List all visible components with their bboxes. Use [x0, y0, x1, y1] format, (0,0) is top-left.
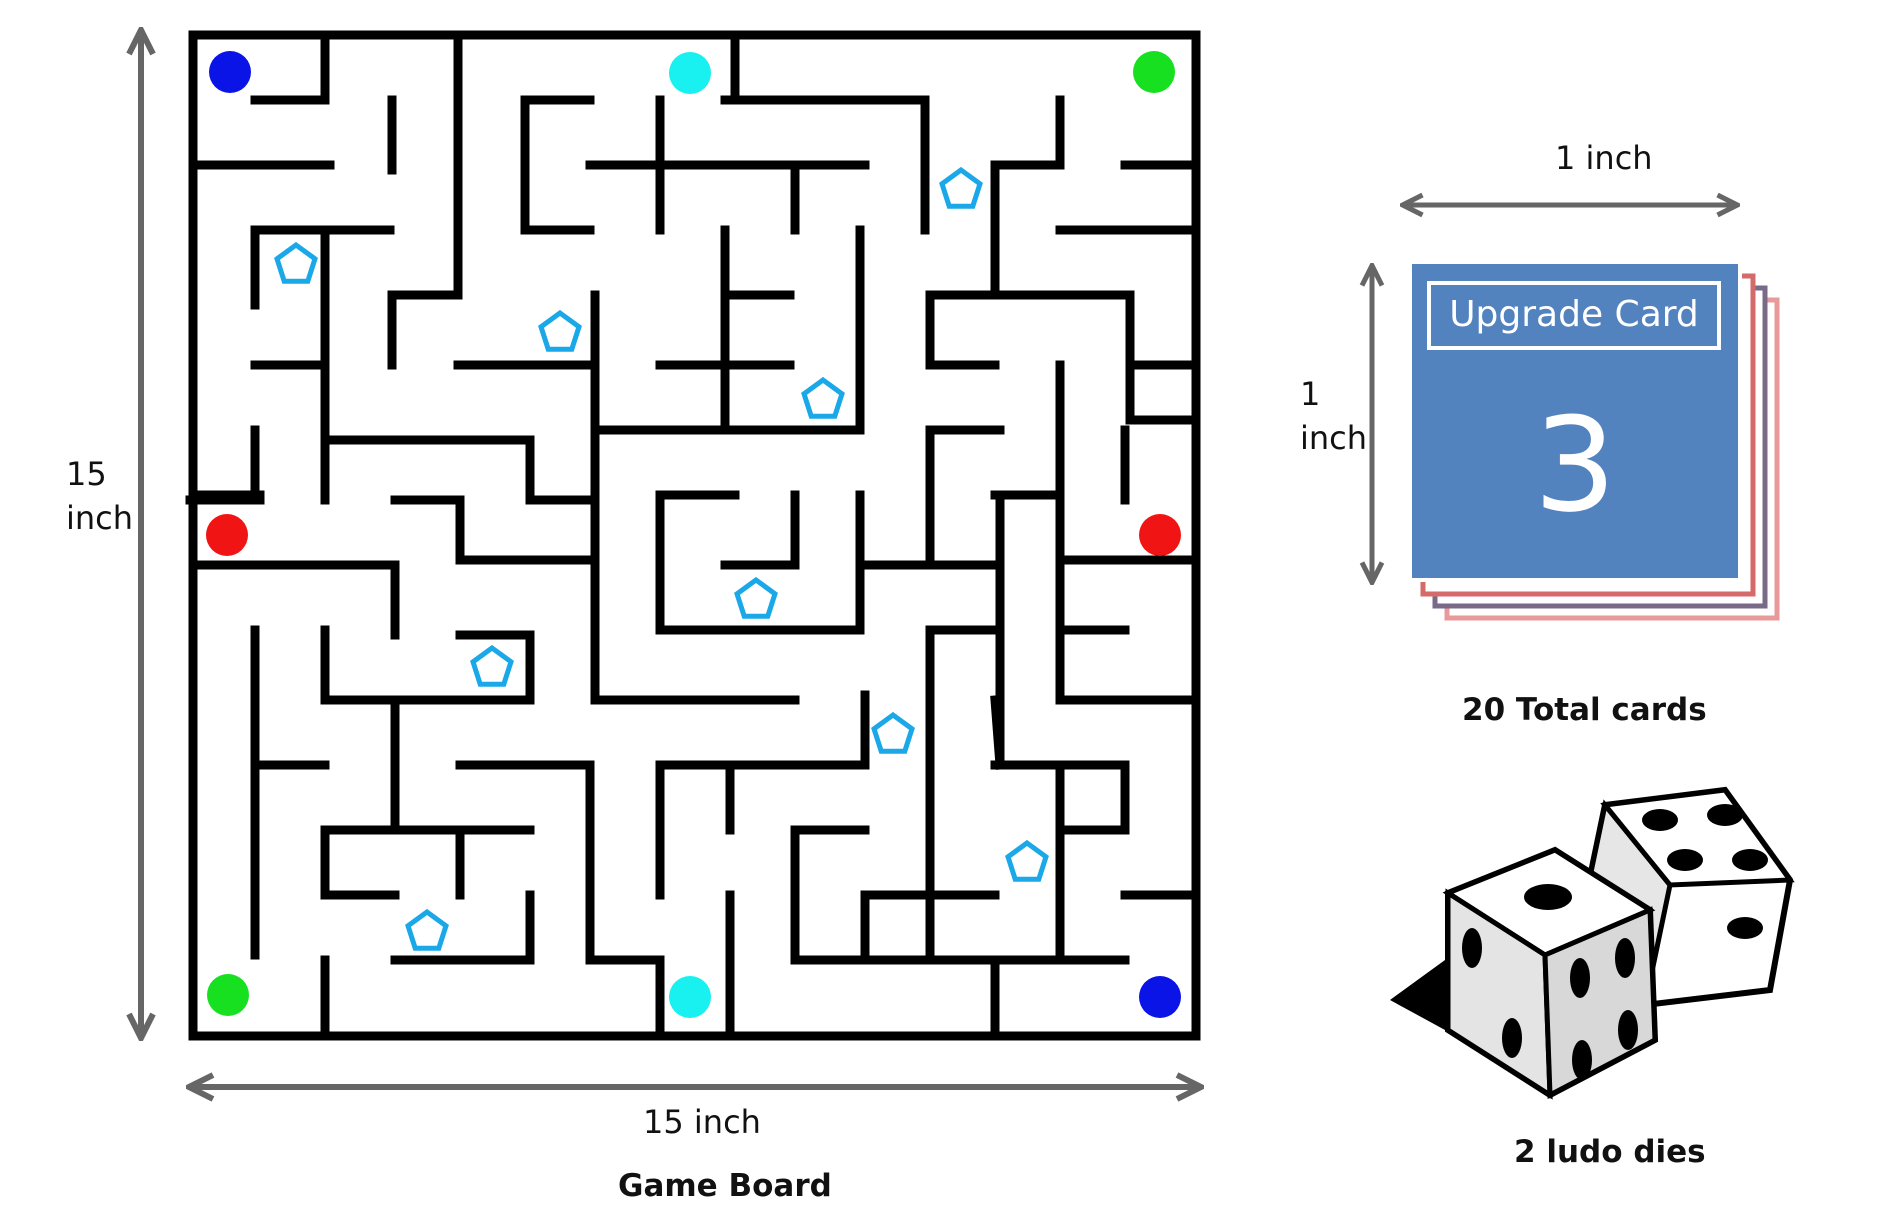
- pentagon-marker-icon: [538, 309, 582, 352]
- pentagon-marker-icon: [939, 166, 983, 209]
- dice-icon: [1390, 786, 1795, 1100]
- player-start-blue: [1139, 976, 1181, 1018]
- card-number: 3: [1533, 389, 1617, 541]
- pentagon-marker-icon: [470, 644, 514, 687]
- card-height-label-line1: 1: [1300, 375, 1321, 413]
- player-start-red: [206, 514, 248, 556]
- player-start-cyan: [669, 52, 711, 94]
- board-height-label-line2: inch: [66, 499, 134, 537]
- player-start-green: [207, 974, 249, 1016]
- player-start-green: [1133, 51, 1175, 93]
- pentagon-marker-icon: [871, 711, 915, 754]
- pentagon-marker-icon: [734, 576, 778, 619]
- cards-total-caption: 20 Total cards: [1462, 692, 1707, 728]
- upgrade-card-stack: [1408, 260, 1780, 621]
- player-start-cyan: [669, 976, 711, 1018]
- player-start-red: [1139, 514, 1181, 556]
- pentagon-marker-icon: [1005, 839, 1049, 882]
- pentagon-marker-icon: [274, 241, 318, 284]
- card-title-box: [1427, 281, 1721, 350]
- board-caption: Game Board: [618, 1168, 832, 1204]
- maze-wall: [990, 695, 1005, 770]
- card-height-label-line2: inch: [1300, 419, 1368, 457]
- pentagon-marker-icon: [405, 908, 449, 951]
- board-height-label-line1: 15: [66, 455, 107, 493]
- maze-board: [185, 30, 1201, 1041]
- dice-caption: 2 ludo dies: [1514, 1134, 1706, 1170]
- card-title: Upgrade Card: [1449, 294, 1699, 335]
- board-height-label: 15 inch: [66, 452, 133, 540]
- card-height-label: 1 inch: [1300, 372, 1367, 460]
- pentagon-marker-icon: [801, 376, 845, 419]
- board-width-label: 15 inch: [643, 1103, 761, 1141]
- board-border: [188, 30, 1201, 1041]
- player-start-blue: [209, 51, 251, 93]
- card-width-label: 1 inch: [1555, 139, 1653, 177]
